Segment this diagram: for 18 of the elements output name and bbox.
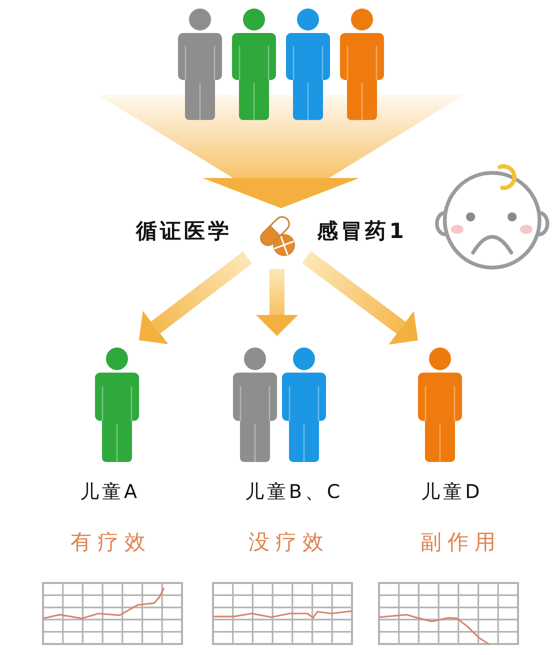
caption: 儿童D: [421, 482, 483, 504]
person-icon: [233, 347, 277, 462]
node-caption: 感冒药1: [317, 218, 407, 244]
result-caption: 有疗效: [70, 530, 152, 554]
person-icon: [178, 8, 222, 120]
arrow: [256, 269, 298, 336]
result-caption: 副作用: [420, 530, 502, 554]
person-icon: [232, 8, 276, 120]
result-caption: 没疗效: [248, 530, 330, 554]
person-icon: [282, 347, 326, 462]
caption: 儿童A: [80, 482, 140, 504]
node-caption: 循证医学: [136, 218, 232, 244]
person-icon: [340, 8, 384, 120]
caption: 儿童B、C: [244, 482, 344, 504]
person-icon: [95, 347, 139, 462]
person-icon: [418, 347, 462, 462]
person-icon: [286, 8, 330, 120]
pill-icon: [257, 213, 297, 257]
